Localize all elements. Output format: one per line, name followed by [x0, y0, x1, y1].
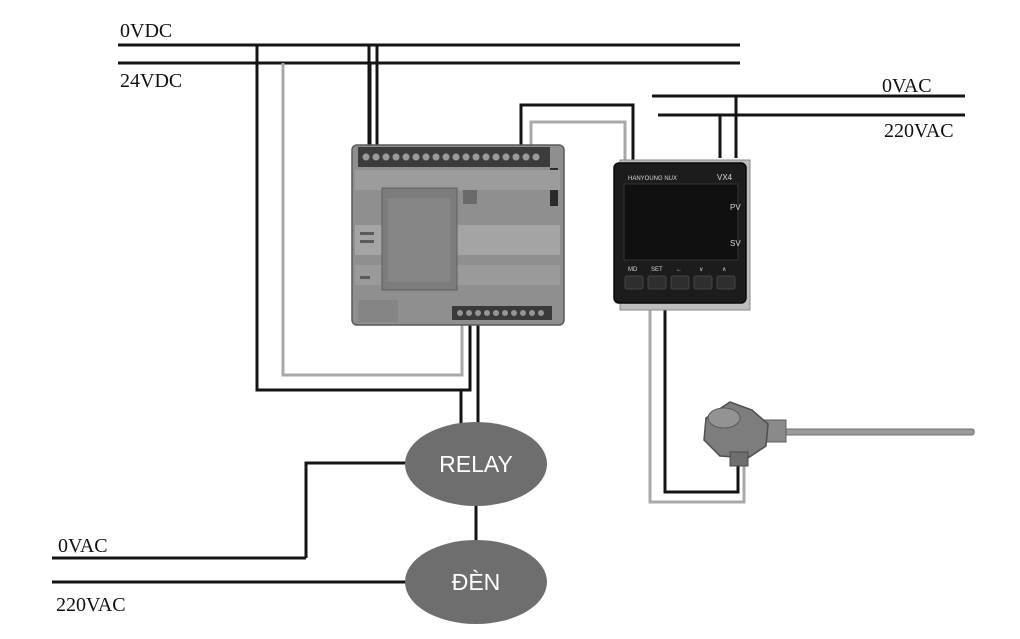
wire-controller-sensor-dark — [663, 300, 740, 494]
controller-button-down-label: ∨ — [699, 267, 703, 273]
controller-pv-label: PV — [730, 203, 741, 212]
label-0vac-top: 0VAC — [882, 75, 932, 97]
relay-label: RELAY — [439, 451, 513, 477]
temperature-controller: HANYOUNG NUX VX4 PV SV MD SET ← ∨ ∧ — [613, 159, 751, 311]
wire-plc-controller — [519, 103, 635, 160]
lamp-label: ĐÈN — [452, 569, 501, 595]
sensor-cable-gland — [729, 451, 749, 467]
controller-button-shift-label: ← — [676, 267, 682, 273]
plc-top-terminals — [362, 153, 540, 161]
label-220vac-top: 220VAC — [884, 120, 954, 142]
label-0vdc: 0VDC — [120, 20, 172, 42]
sensor-head-cap — [707, 407, 741, 429]
controller-brand: HANYOUNG NUX — [628, 176, 677, 182]
plc-indicator-b — [360, 240, 374, 243]
lamp-ellipse — [405, 540, 547, 624]
controller-button-labels: MD SET ← ∨ ∧ — [628, 267, 726, 273]
plc-bottom-terminals — [457, 310, 544, 316]
wires-light — [281, 63, 746, 504]
controller-button-md[interactable] — [624, 275, 644, 290]
controller-model: VX4 — [717, 173, 733, 182]
relay-node: RELAY — [405, 422, 547, 506]
controller-button-set[interactable] — [647, 275, 667, 290]
plc-indicator-a — [360, 232, 374, 235]
plc-qr-mark — [463, 190, 477, 204]
thermocouple-sensor — [703, 401, 975, 467]
controller-button-down[interactable] — [693, 275, 713, 290]
controller-sv-label: SV — [730, 239, 741, 248]
plc-bottom-left-foot — [358, 300, 398, 322]
plc-indicator-c — [360, 276, 370, 279]
plc-band-upper — [355, 170, 560, 190]
controller-button-set-label: SET — [651, 267, 663, 273]
label-220vac-bottom: 220VAC — [56, 594, 126, 616]
dc-rails — [118, 43, 740, 65]
wire-relay-0vac — [304, 461, 406, 558]
sensor-probe — [781, 428, 975, 436]
ac-rails-bottom — [52, 556, 420, 584]
relay-ellipse — [405, 422, 547, 506]
controller-button-md-label: MD — [628, 267, 638, 273]
wire-plc-controller-light — [529, 120, 627, 160]
ac-rails-top — [652, 94, 965, 117]
controller-buttons — [624, 275, 736, 290]
wire-0vdc-loop — [255, 45, 472, 392]
wire-24vdc-loop — [281, 63, 464, 377]
wires-dark — [255, 45, 740, 558]
plc-center-cover-inner — [388, 198, 450, 282]
wire-controller-sensor-light — [648, 300, 746, 504]
label-24vdc: 24VDC — [120, 70, 182, 92]
plc-module — [351, 144, 565, 326]
controller-button-up[interactable] — [716, 275, 736, 290]
controller-display — [623, 183, 739, 261]
label-0vac-bottom: 0VAC — [58, 535, 108, 557]
controller-button-shift[interactable] — [670, 275, 690, 290]
lamp-node: ĐÈN — [405, 540, 547, 624]
controller-button-up-label: ∧ — [722, 267, 726, 273]
